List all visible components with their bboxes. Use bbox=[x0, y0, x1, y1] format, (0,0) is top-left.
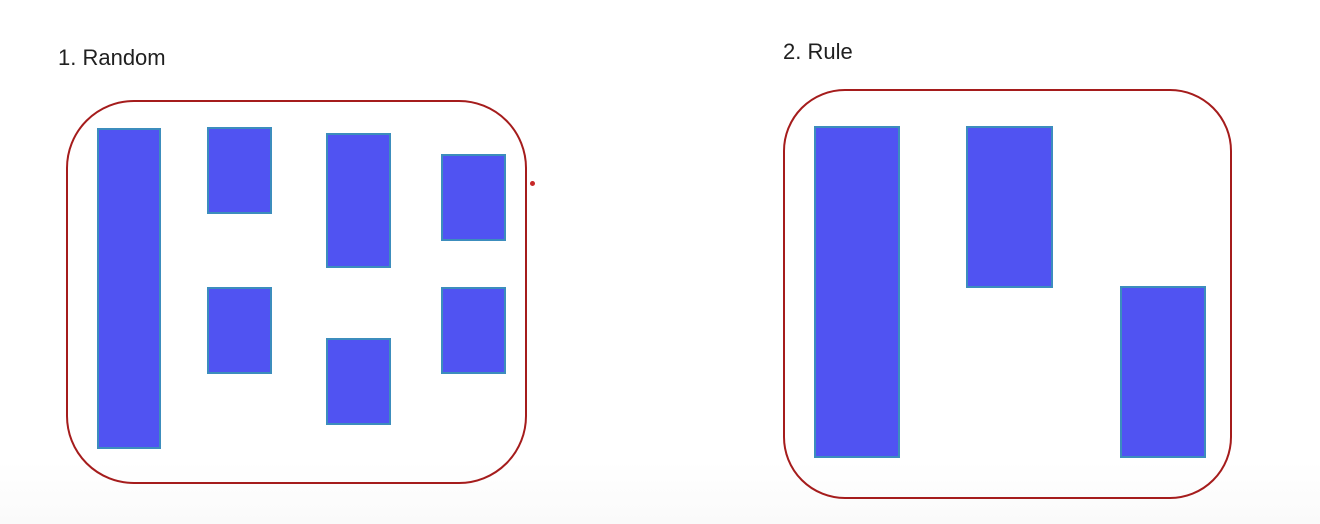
random-block-1 bbox=[97, 128, 161, 449]
random-block-2 bbox=[207, 127, 272, 214]
rule-block-2 bbox=[966, 126, 1053, 288]
panel-title-random: 1. Random bbox=[58, 45, 166, 70]
random-block-6 bbox=[326, 338, 391, 425]
panel-title-rule: 2. Rule bbox=[783, 39, 853, 64]
random-block-4 bbox=[441, 154, 506, 241]
random-block-7 bbox=[441, 287, 506, 374]
rule-layout-frame bbox=[783, 89, 1232, 499]
rule-block-1 bbox=[814, 126, 900, 458]
random-block-5 bbox=[207, 287, 272, 374]
rule-block-3 bbox=[1120, 286, 1206, 458]
random-layout-frame bbox=[66, 100, 527, 484]
cursor-dot bbox=[530, 181, 535, 186]
random-block-3 bbox=[326, 133, 391, 268]
